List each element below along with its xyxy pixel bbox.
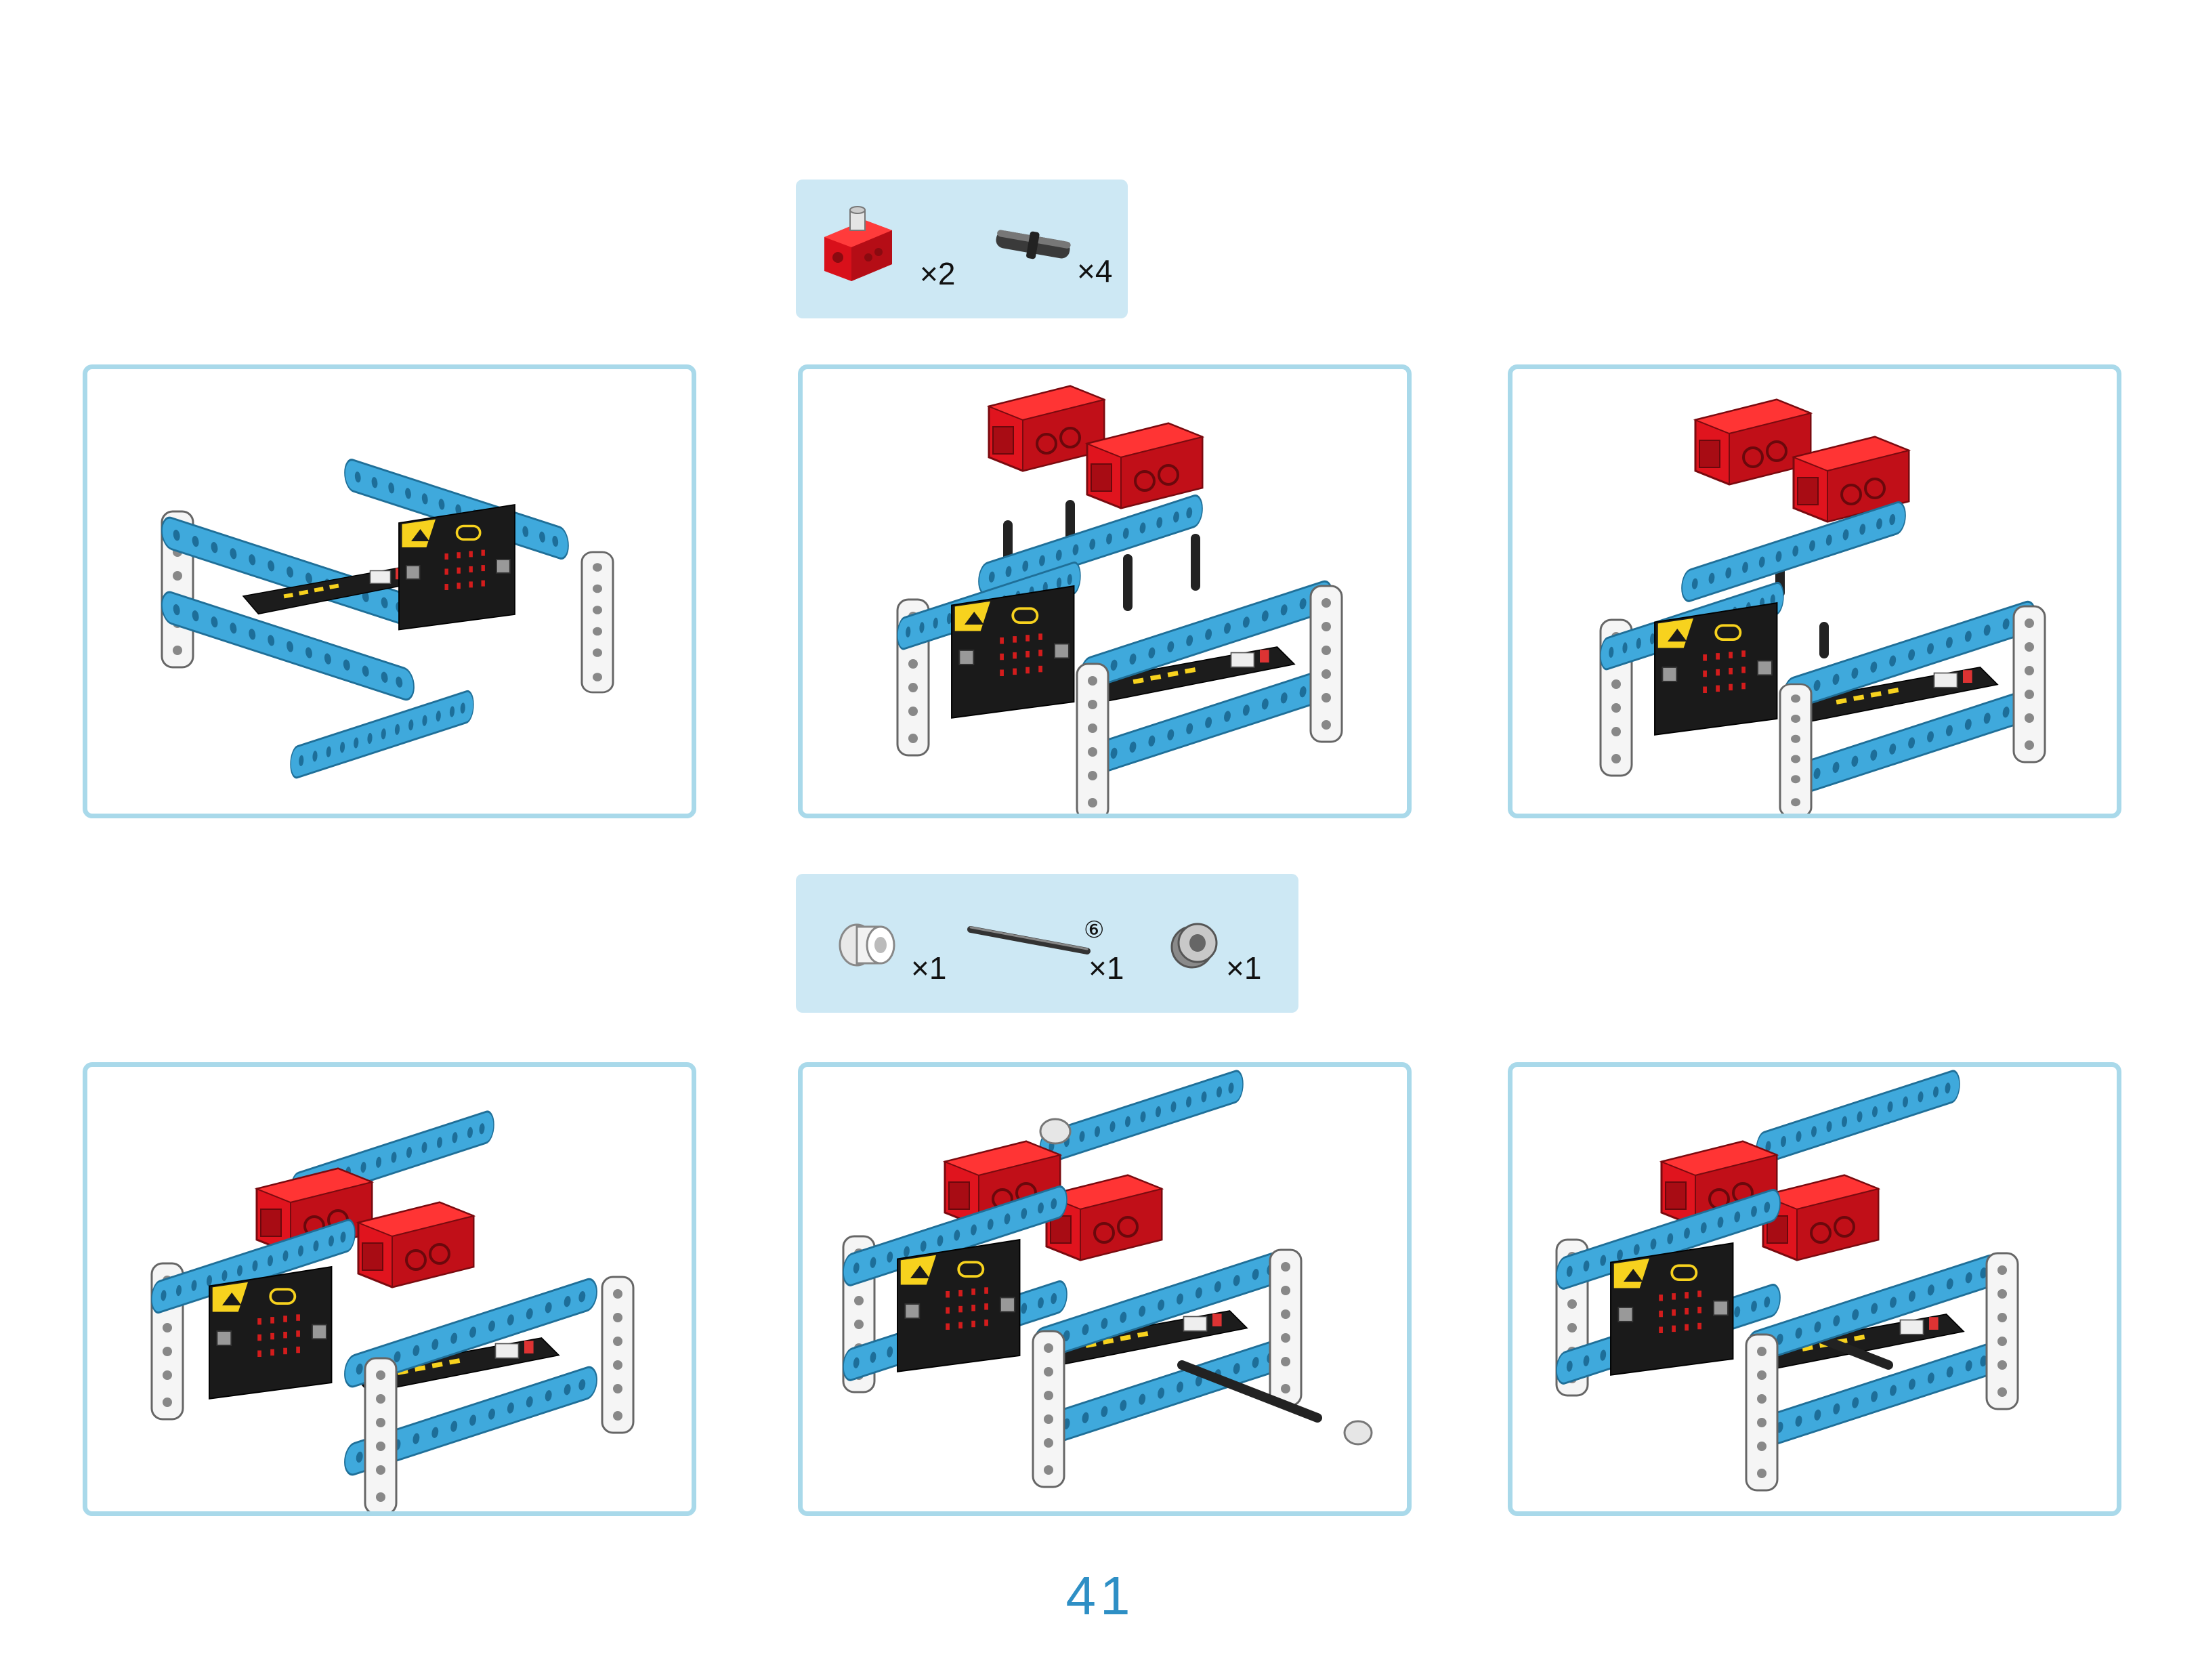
white-bushing-icon bbox=[833, 915, 901, 975]
axle-rod-icon bbox=[965, 920, 1094, 961]
grey-bushing-icon bbox=[1165, 915, 1226, 975]
step-panel-2 bbox=[798, 364, 1412, 818]
parts-box-top: ×2 ×4 bbox=[796, 180, 1128, 318]
white-bushing-count: ×1 bbox=[911, 950, 946, 986]
black-connector-pin-icon bbox=[989, 224, 1077, 271]
step-panel-6 bbox=[1508, 1062, 2121, 1516]
axle-installed-illustration bbox=[1512, 1067, 2117, 1511]
axle-length-mark: ⑥ bbox=[1084, 917, 1104, 944]
pin-count: ×4 bbox=[1077, 253, 1112, 289]
servo-placement-illustration bbox=[1512, 369, 2117, 814]
axle-and-bushing-insertion-illustration bbox=[803, 1067, 1407, 1511]
page-number: 41 bbox=[0, 1565, 2200, 1627]
step-panel-3 bbox=[1508, 364, 2121, 818]
servo-count: ×2 bbox=[920, 255, 955, 292]
step-panel-4 bbox=[83, 1062, 696, 1516]
servo-and-pin-insertion-illustration bbox=[803, 369, 1407, 814]
chassis-frame-assembly-illustration bbox=[87, 369, 692, 814]
parts-box-middle: ×1 ⑥ ×1 ×1 bbox=[796, 874, 1298, 1013]
axle-count: ×1 bbox=[1088, 950, 1124, 986]
red-servo-motor-icon bbox=[811, 190, 912, 291]
grey-bushing-count: ×1 bbox=[1226, 950, 1261, 986]
step-panel-1 bbox=[83, 364, 696, 818]
servos-mounted-illustration bbox=[87, 1067, 692, 1511]
step-panel-5 bbox=[798, 1062, 1412, 1516]
